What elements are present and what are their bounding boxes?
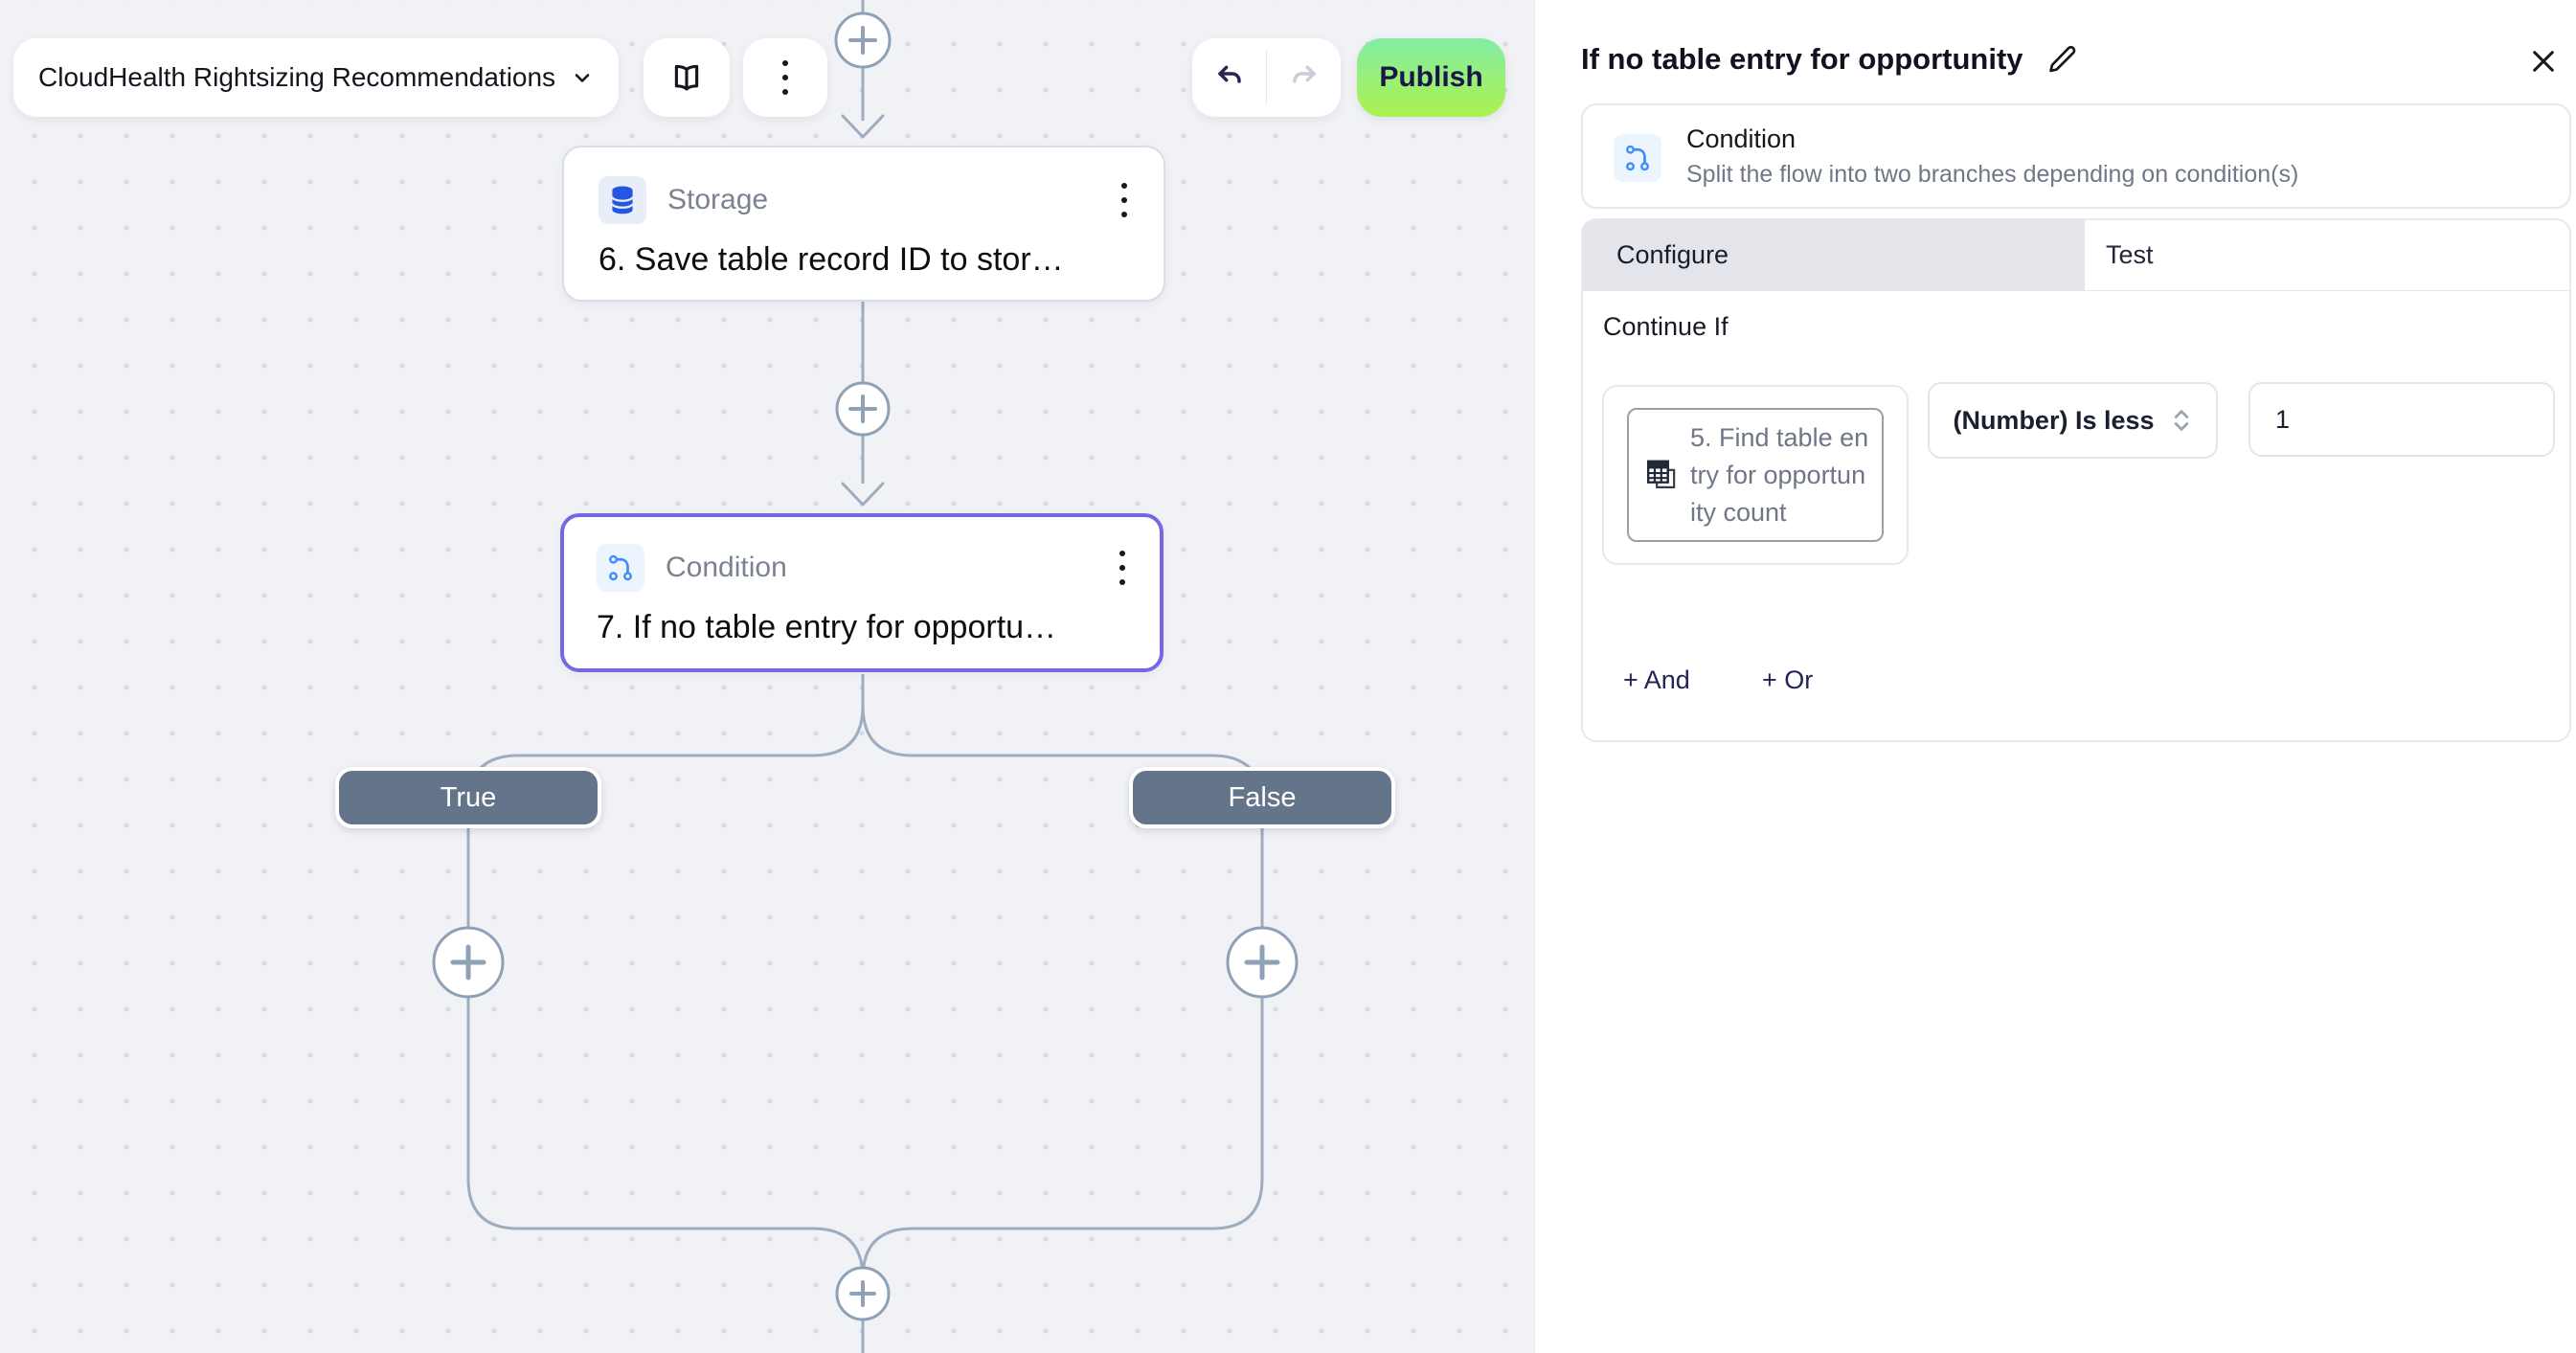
undo-icon xyxy=(1217,65,1241,83)
comparison-value-input[interactable] xyxy=(2248,382,2555,457)
add-step-button-false-branch[interactable] xyxy=(1226,926,1299,999)
undo-redo-group xyxy=(1192,38,1341,117)
operator-value: (Number) Is less xyxy=(1953,405,2155,435)
node-condition[interactable]: Condition 7. If no table entry for oppor… xyxy=(560,513,1164,672)
operand-chip[interactable]: 5. Find table entry for opportunity coun… xyxy=(1627,408,1884,542)
node-title: 6. Save table record ID to stor… xyxy=(599,241,1064,278)
book-icon xyxy=(670,61,703,94)
branch-label-false: False xyxy=(1129,767,1395,828)
operator-select[interactable]: (Number) Is less xyxy=(1928,382,2218,459)
add-and-condition-button[interactable]: + And xyxy=(1623,665,1690,694)
flow-canvas[interactable]: CloudHealth Rightsizing Recommendations xyxy=(0,0,1534,1353)
node-menu-button[interactable] xyxy=(1114,179,1135,221)
close-panel-button[interactable] xyxy=(2524,42,2563,80)
node-title: 7. If no table entry for opportu… xyxy=(597,609,1057,645)
panel-tabs: Configure Test xyxy=(1583,220,2569,291)
pencil-icon xyxy=(2048,45,2075,73)
add-step-button-top[interactable] xyxy=(834,11,892,69)
operand-field[interactable]: 5. Find table entry for opportunity coun… xyxy=(1602,385,1909,565)
close-icon xyxy=(2533,51,2554,72)
panel-title: If no table entry for opportunity xyxy=(1581,42,2023,76)
add-or-condition-button[interactable]: + Or xyxy=(1762,665,1814,694)
guide-button[interactable] xyxy=(644,38,730,117)
redo-icon xyxy=(1292,65,1316,83)
publish-button[interactable]: Publish xyxy=(1357,38,1505,117)
table-icon xyxy=(1644,458,1677,492)
branch-label-true: True xyxy=(335,767,601,828)
condition-branch-icon xyxy=(597,544,644,592)
step-type-description: Split the flow into two branches dependi… xyxy=(1686,161,2299,188)
flow-name-label: CloudHealth Rightsizing Recommendations xyxy=(38,62,556,92)
node-type-label: Condition xyxy=(666,552,787,583)
step-type-name: Condition xyxy=(1686,124,1796,153)
flow-menu-button[interactable] xyxy=(743,38,827,117)
tab-configure[interactable]: Configure xyxy=(1583,220,2085,290)
chevron-down-icon xyxy=(571,66,594,89)
kebab-icon xyxy=(775,56,796,99)
tab-test[interactable]: Test xyxy=(2085,220,2569,290)
flow-connectors xyxy=(432,0,1299,1353)
add-step-button-true-branch[interactable] xyxy=(432,926,505,999)
step-summary-card: Condition Split the flow into two branch… xyxy=(1581,103,2571,209)
rename-step-button[interactable] xyxy=(2046,44,2077,75)
node-storage[interactable]: Storage 6. Save table record ID to stor… xyxy=(562,146,1165,302)
step-config-panel: If no table entry for opportunity xyxy=(1534,0,2576,1353)
toolbar-divider xyxy=(1266,50,1267,105)
continue-if-label: Continue If xyxy=(1603,312,1729,341)
configure-card: Configure Test Continue If 5. Find table… xyxy=(1581,218,2571,742)
operand-value: 5. Find table entry for opportunity coun… xyxy=(1690,422,1869,527)
undo-button[interactable] xyxy=(1192,38,1266,117)
condition-branch-icon xyxy=(1614,134,1661,182)
flow-name-dropdown[interactable]: CloudHealth Rightsizing Recommendations xyxy=(13,38,620,117)
redo-button[interactable] xyxy=(1267,38,1341,117)
chevron-up-down-icon xyxy=(2170,407,2193,434)
node-type-label: Storage xyxy=(667,184,769,215)
add-step-button-bottom[interactable] xyxy=(835,1266,891,1321)
storage-database-icon xyxy=(599,176,646,224)
add-step-button-middle[interactable] xyxy=(835,381,891,437)
node-menu-button[interactable] xyxy=(1112,547,1133,589)
